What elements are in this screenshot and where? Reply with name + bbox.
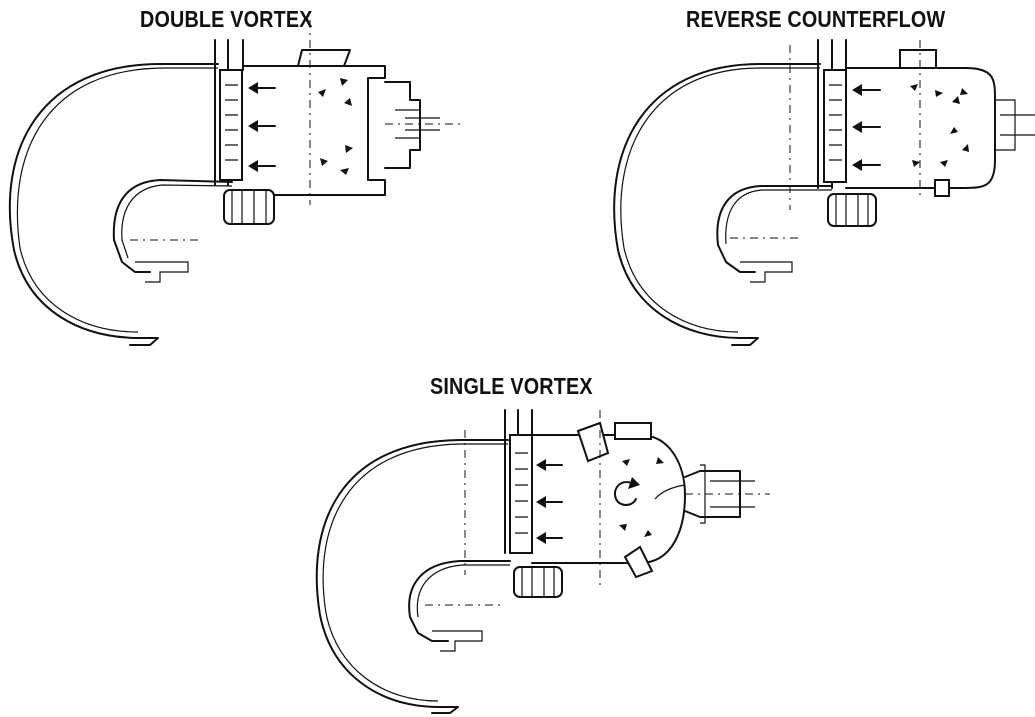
- title-single-vortex: SINGLE VORTEX: [430, 373, 593, 399]
- mount-flange: [513, 566, 563, 598]
- inner-casing-wall: [408, 560, 511, 642]
- inner-casing-wall: [112, 179, 233, 273]
- outer-casing-inner-line: [16, 67, 218, 333]
- igniter-port: [614, 422, 652, 440]
- title-double-vortex: DOUBLE VORTEX: [140, 6, 313, 32]
- diagram-reverse-counterflow: [613, 39, 1035, 346]
- swirl-arrow: [912, 127, 969, 167]
- mount-flange: [223, 189, 275, 225]
- inflow-arrow: [536, 459, 563, 471]
- inflow-arrow: [248, 120, 276, 132]
- inner-casing-wall: [716, 185, 833, 273]
- swirl-arrow: [619, 457, 664, 537]
- diagram-single-vortex: [315, 409, 770, 714]
- swirler-vanes: [509, 434, 533, 554]
- vortex-rotation-arrow: [614, 477, 640, 506]
- mount-flange: [827, 193, 877, 227]
- inflow-arrow: [248, 160, 276, 172]
- liner-wall: [242, 65, 386, 196]
- liner-wall: [845, 67, 996, 189]
- inflow-arrow: [248, 82, 276, 94]
- mount-bracket: [432, 630, 483, 652]
- inflow-arrow: [852, 121, 881, 133]
- lower-dilution-port: [623, 545, 654, 579]
- angled-dilution-port: [576, 421, 610, 463]
- swirler-vanes: [823, 69, 847, 183]
- swirl-arrow: [910, 84, 968, 104]
- igniter-port: [297, 49, 351, 67]
- spray-cone: [654, 484, 686, 500]
- dilution-port: [934, 179, 950, 197]
- mount-bracket: [135, 261, 189, 283]
- inflow-arrow: [536, 496, 563, 508]
- swirl-arrow: [320, 145, 353, 175]
- outer-casing-wall: [315, 439, 509, 714]
- inflow-arrow: [852, 159, 881, 171]
- outer-casing-wall: [8, 62, 219, 346]
- liner-wall: [531, 434, 686, 564]
- inner-casing-inner-line: [121, 184, 233, 259]
- outer-casing-wall: [613, 63, 821, 346]
- igniter-port: [899, 49, 937, 69]
- diagram-double-vortex: [8, 20, 460, 346]
- inflow-arrow: [852, 84, 881, 96]
- fuel-injector-body: [995, 99, 1035, 151]
- swirl-arrow: [318, 78, 352, 106]
- fuel-injector-body: [384, 81, 421, 169]
- inflow-arrow: [536, 532, 563, 544]
- swirler-vanes: [219, 69, 243, 181]
- title-reverse-counterflow: REVERSE COUNTERFLOW: [686, 6, 946, 32]
- mount-bracket: [740, 261, 793, 283]
